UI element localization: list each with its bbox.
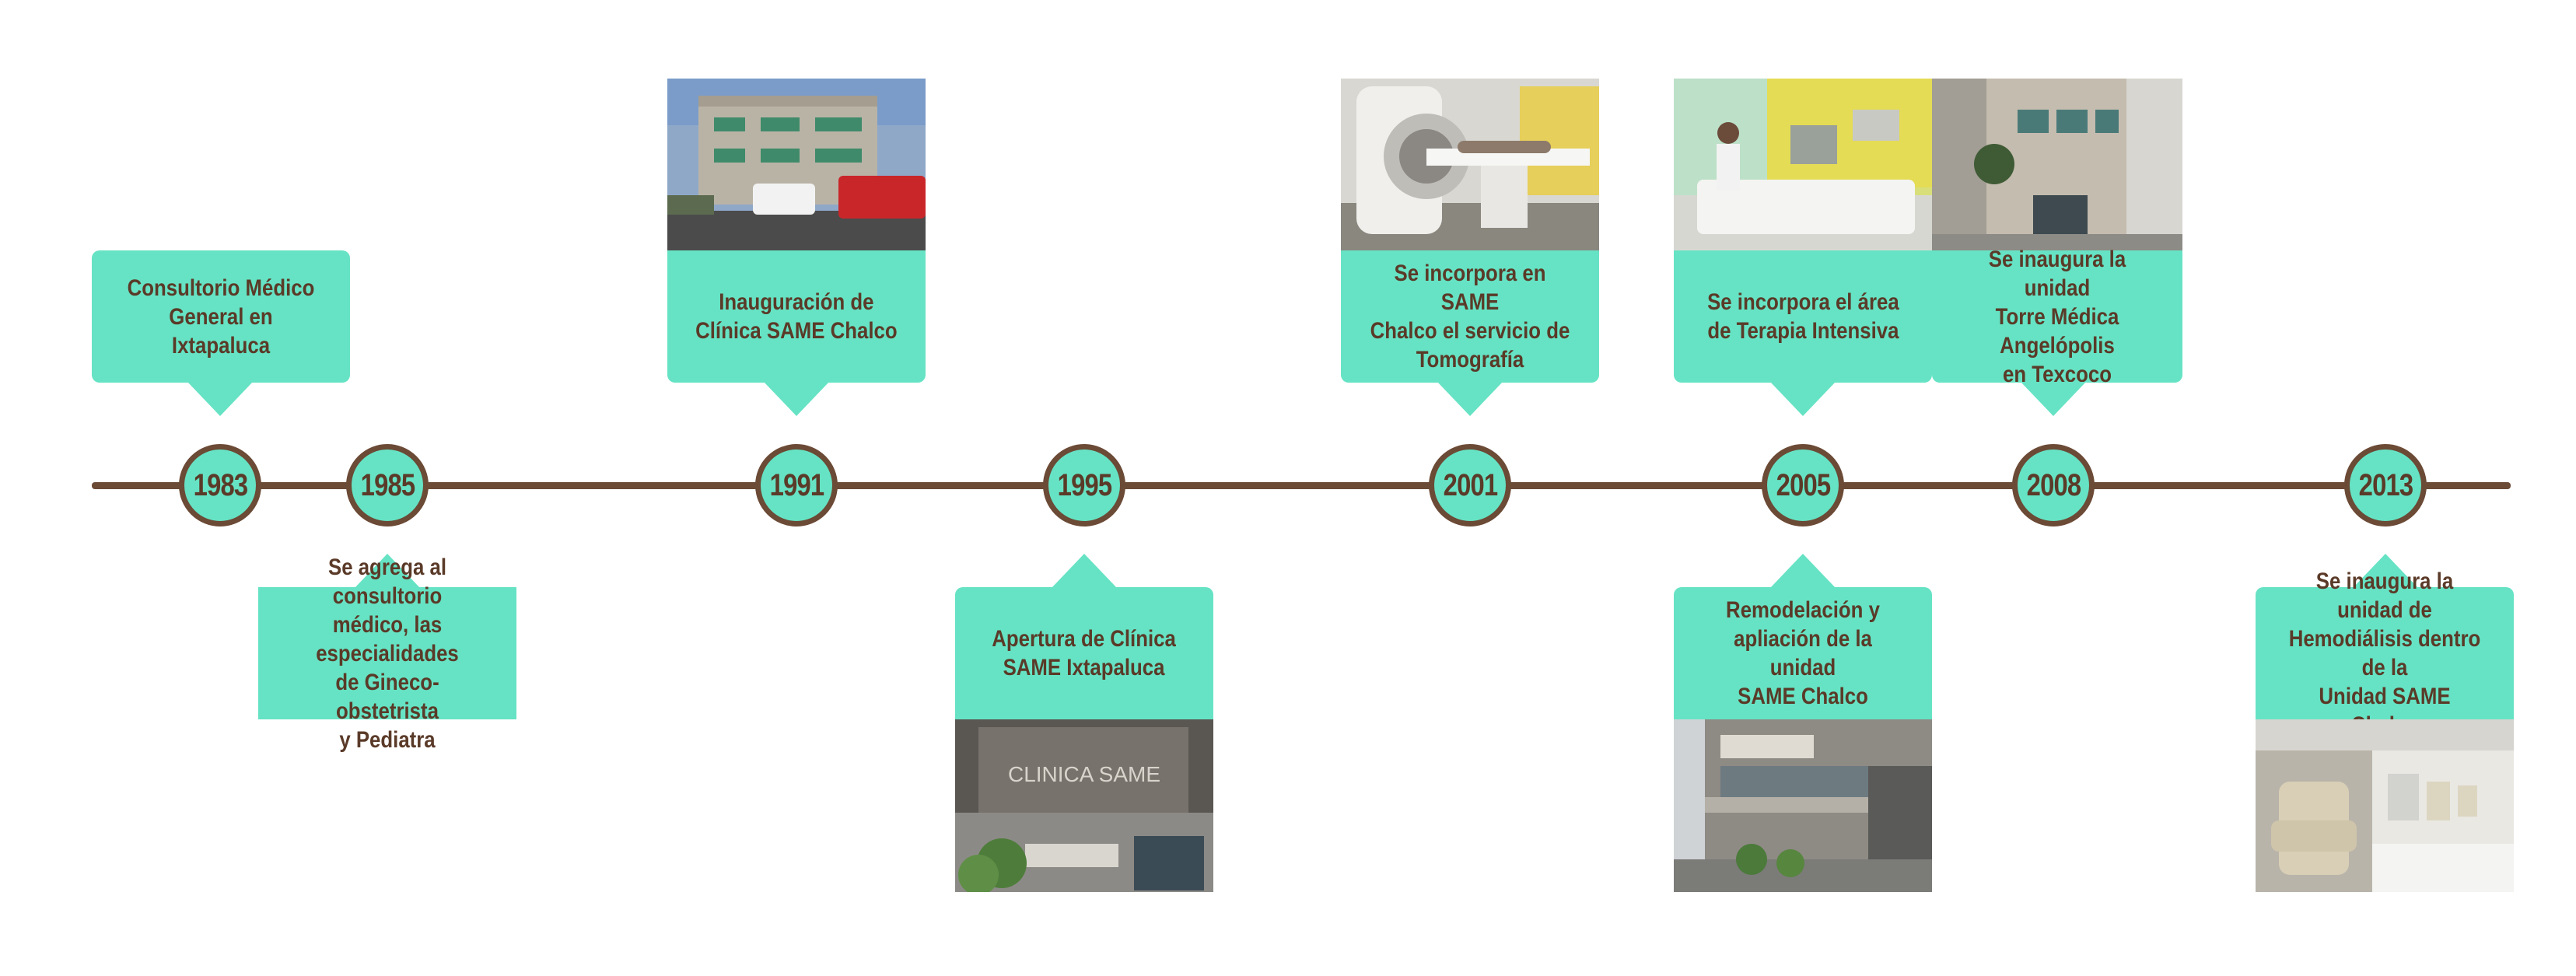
year-node-2008: 2008 [2012,444,2095,526]
event-callout-1985: Se agrega al consultorio médico, las esp… [258,554,516,753]
event-text: Remodelación y apliación de la unidad SA… [1726,597,1880,709]
event-text: Se incorpora en SAME Chalco el servicio … [1370,261,1570,373]
callout-pointer [1437,382,1503,416]
hemodialysis-room-photo [2256,719,2514,892]
callout-pointer [1770,554,1836,588]
year-label: 2008 [2026,467,2081,502]
event-text: Consultorio Médico General en Ixtapaluca [127,275,315,359]
event-callout-1995: Apertura de Clínica SAME Ixtapaluca [955,587,1213,719]
event-callout-2005-bottom: Remodelación y apliación de la unidad SA… [1674,587,1932,719]
event-callout-1983: Consultorio Médico General en Ixtapaluca [92,250,350,383]
year-label: 2005 [1776,467,1831,502]
event-callout-2005-top: Se incorpora el área de Terapia Intensiv… [1674,250,1932,383]
year-node-2013: 2013 [2344,444,2427,526]
callout-pointer [1770,382,1836,416]
callout-pointer [1052,554,1117,588]
event-callout-1991: Inauguración de Clínica SAME Chalco [667,250,926,383]
year-node-2005: 2005 [1762,444,1844,526]
event-text: Apertura de Clínica SAME Ixtapaluca [992,626,1177,680]
clinic-chalco-building-photo [667,79,926,251]
event-text: Se inaugura la unidad Torre Médica Angel… [1988,246,2126,387]
clinica-same-ixtapaluca-photo: CLINICA SAME [955,719,1213,892]
year-node-2001: 2001 [1429,444,1511,526]
ct-scanner-photo [1341,79,1599,251]
event-callout-2001: Se incorpora en SAME Chalco el servicio … [1341,250,1599,383]
year-label: 1983 [193,467,248,502]
event-text: Se incorpora el área de Terapia Intensiv… [1706,289,1899,344]
year-label: 1995 [1057,467,1112,502]
timeline-axis [92,482,2511,489]
photo-sign-text: CLINICA SAME [1008,762,1160,786]
year-node-1983: 1983 [179,444,261,526]
year-label: 1991 [769,467,824,502]
year-node-1985: 1985 [346,444,429,526]
year-label: 1985 [360,467,415,502]
year-label: 2001 [1443,467,1498,502]
callout-pointer [355,554,420,588]
remodeled-building-photo [1674,719,1932,892]
year-node-1995: 1995 [1043,444,1125,526]
year-label: 2013 [2358,467,2413,502]
callout-pointer [2353,554,2418,588]
event-text: Inauguración de Clínica SAME Chalco [695,289,898,344]
event-callout-2013: Se inaugura la unidad de Hemodiálisis de… [2256,568,2514,738]
event-callout-2008: Se inaugura la unidad Torre Médica Angel… [1932,247,2182,387]
torre-medica-photo [1932,79,2182,251]
intensive-care-photo [1674,79,1932,251]
callout-pointer [187,382,253,416]
year-node-1991: 1991 [755,444,838,526]
event-text: Se inaugura la unidad de Hemodiálisis de… [2288,568,2481,738]
callout-pointer [764,382,829,416]
event-text: Se agrega al consultorio médico, las esp… [316,554,459,753]
callout-pointer [2021,382,2086,416]
